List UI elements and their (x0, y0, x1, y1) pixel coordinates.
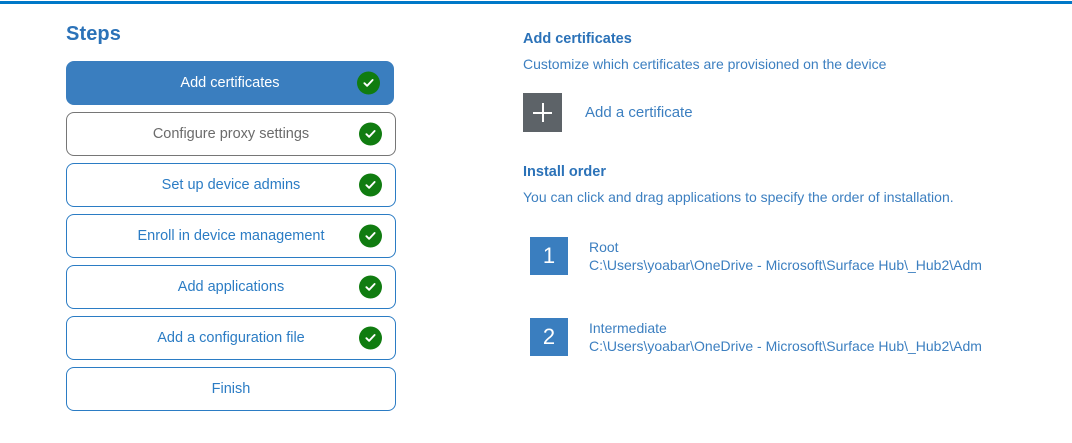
order-text: Root C:\Users\yoabar\OneDrive - Microsof… (589, 237, 982, 275)
order-item-name: Intermediate (589, 320, 667, 336)
add-certificates-subtitle: Customize which certificates are provisi… (523, 56, 887, 72)
step-item-finish[interactable]: Finish (66, 367, 396, 411)
step-label: Add certificates (180, 75, 280, 91)
step-item-add-a-configuration-file[interactable]: Add a configuration file (66, 316, 396, 360)
install-order-list: 1 Root C:\Users\yoabar\OneDrive - Micros… (523, 237, 1063, 356)
order-number-badge: 2 (530, 318, 568, 356)
install-order-item[interactable]: 1 Root C:\Users\yoabar\OneDrive - Micros… (523, 237, 1063, 275)
step-item-add-certificates[interactable]: Add certificates (66, 61, 394, 105)
content-panel: Add certificates Customize which certifi… (523, 30, 1063, 399)
top-accent-bar (0, 1, 1072, 4)
step-label: Finish (211, 381, 251, 397)
add-certificates-title: Add certificates (523, 31, 632, 47)
step-item-set-up-device-admins[interactable]: Set up device admins (66, 163, 396, 207)
check-circle-icon (359, 224, 382, 248)
check-circle-icon (359, 122, 382, 146)
check-circle-icon (357, 71, 380, 95)
install-order-title: Install order (523, 164, 606, 180)
install-order-section: Install order You can click and drag app… (523, 163, 1063, 356)
plus-glyph (533, 103, 552, 122)
check-circle-icon (359, 326, 382, 350)
step-label: Enroll in device management (137, 228, 325, 244)
order-text: Intermediate C:\Users\yoabar\OneDrive - … (589, 318, 982, 356)
steps-panel: Steps Add certificates Configure proxy s… (66, 22, 398, 418)
order-item-name: Root (589, 239, 619, 255)
install-order-item[interactable]: 2 Intermediate C:\Users\yoabar\OneDrive … (523, 318, 1063, 356)
step-label: Add a configuration file (157, 330, 305, 346)
step-item-enroll-in-device-management[interactable]: Enroll in device management (66, 214, 396, 258)
step-label: Configure proxy settings (152, 126, 310, 142)
step-list: Add certificates Configure proxy setting… (66, 61, 398, 411)
step-label: Add applications (177, 279, 285, 295)
steps-heading: Steps (66, 23, 121, 45)
check-circle-icon (359, 275, 382, 299)
order-item-path: C:\Users\yoabar\OneDrive - Microsoft\Sur… (589, 257, 982, 273)
add-certificate-label[interactable]: Add a certificate (585, 103, 693, 121)
check-circle-icon (359, 173, 382, 197)
add-certificate-row[interactable]: Add a certificate (523, 93, 1063, 132)
step-item-configure-proxy-settings[interactable]: Configure proxy settings (66, 112, 396, 156)
order-item-path: C:\Users\yoabar\OneDrive - Microsoft\Sur… (589, 338, 982, 354)
step-item-add-applications[interactable]: Add applications (66, 265, 396, 309)
order-number-badge: 1 (530, 237, 568, 275)
install-order-subtitle: You can click and drag applications to s… (523, 189, 954, 205)
plus-icon[interactable] (523, 93, 562, 132)
step-label: Set up device admins (161, 177, 301, 193)
